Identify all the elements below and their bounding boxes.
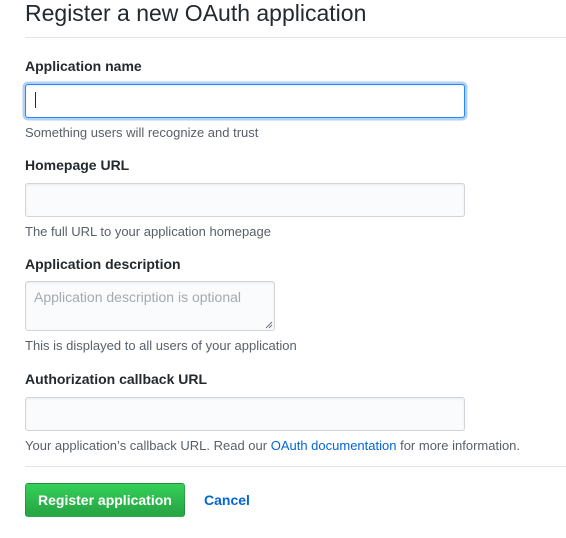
resize-handle-icon[interactable]: [265, 321, 273, 329]
homepage-url-label: Homepage URL: [25, 157, 130, 173]
homepage-url-note: The full URL to your application homepag…: [25, 224, 271, 239]
app-name-group: Application name Something users will re…: [25, 57, 566, 141]
app-name-field-wrap: [25, 84, 465, 118]
app-name-note: Something users will recognize and trust: [25, 125, 259, 140]
description-label: Application description: [25, 256, 181, 272]
title-divider: [25, 37, 566, 38]
homepage-url-group: Homepage URL The full URL to your applic…: [25, 156, 566, 240]
oauth-documentation-link[interactable]: OAuth documentation: [270, 438, 397, 453]
callback-note-text-before: Your application’s callback URL. Read ou…: [25, 438, 268, 453]
description-textarea-wrap: [25, 281, 275, 331]
register-application-button[interactable]: Register application: [25, 483, 185, 517]
callback-note-text-after: for more information.: [400, 438, 521, 453]
callback-url-label: Authorization callback URL: [25, 371, 208, 387]
callback-url-note: Your application’s callback URL. Read ou…: [25, 437, 566, 454]
text-cursor: [35, 92, 36, 108]
description-note: This is displayed to all users of your a…: [25, 338, 297, 353]
app-name-input[interactable]: [25, 84, 465, 118]
actions-divider: [25, 466, 566, 467]
homepage-url-input[interactable]: [25, 183, 465, 217]
cancel-button[interactable]: Cancel: [204, 492, 250, 508]
callback-url-group: Authorization callback URL Your applicat…: [25, 370, 566, 454]
callback-url-input[interactable]: [25, 397, 465, 431]
description-textarea[interactable]: [25, 281, 275, 331]
app-name-label: Application name: [25, 58, 142, 74]
page-title: Register a new OAuth application: [25, 0, 367, 26]
description-group: Application description This is displaye…: [25, 255, 566, 354]
